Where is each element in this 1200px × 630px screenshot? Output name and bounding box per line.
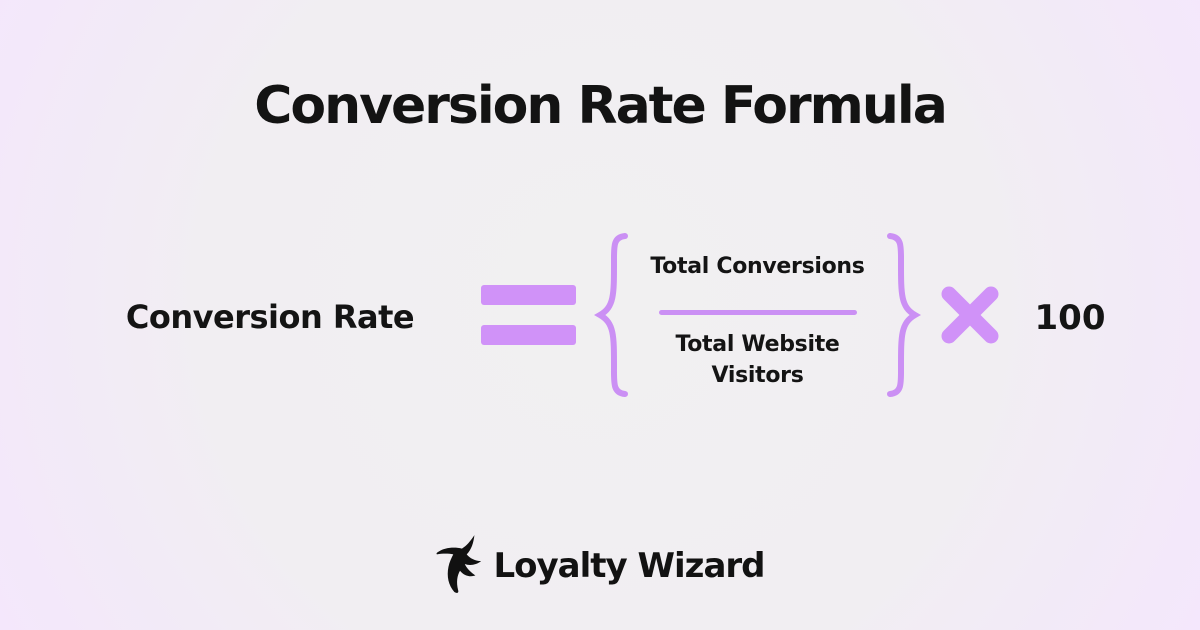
equals-icon (481, 285, 576, 345)
brand-logo: Loyalty Wizard (0, 535, 1200, 595)
formula-fraction: Total Conversions Total Website Visitors (630, 252, 885, 391)
equals-top-bar (481, 285, 576, 305)
fraction-divider-line (658, 310, 857, 315)
equals-bottom-bar (481, 325, 576, 345)
fraction-numerator: Total Conversions (650, 254, 865, 279)
right-brace-icon (887, 233, 921, 397)
multiply-icon (941, 286, 999, 344)
fraction-denominator: Total Website Visitors (675, 332, 840, 388)
brand-name: Loyalty Wizard (493, 546, 765, 586)
formula-multiplier: 100 (1034, 298, 1106, 338)
page-title: Conversion Rate Formula (254, 76, 948, 136)
left-brace-icon (594, 233, 628, 397)
formula-lhs-label: Conversion Rate (125, 298, 415, 336)
wizard-icon (437, 535, 482, 593)
